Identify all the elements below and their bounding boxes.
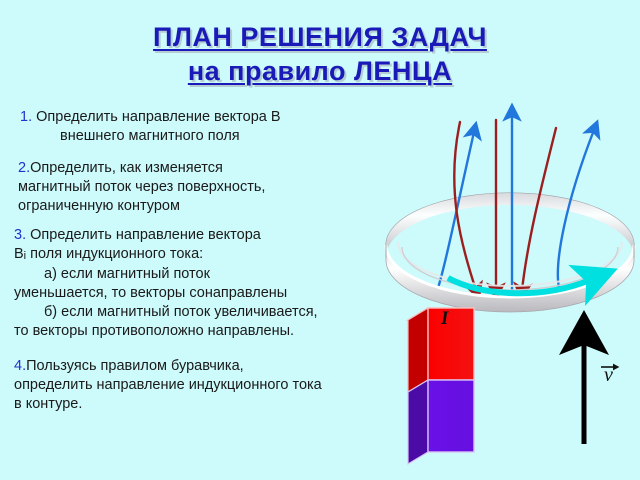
step-3-sub-a-line-2: уменьшается, то векторы сонаправлены <box>14 285 288 301</box>
step-2-line-3: ограниченную контуром <box>18 198 180 214</box>
velocity-label: v <box>604 364 613 386</box>
step-3-text-1: Определить направление вектора <box>26 227 261 243</box>
step-2-line-1: 2.Определить, как изменяется <box>18 159 386 178</box>
current-label: I <box>441 308 449 329</box>
step-1-line-1: 1. Определить направление вектора В <box>20 108 386 127</box>
step-3-number: 3. <box>14 227 27 243</box>
title-line-1: ПЛАН РЕШЕНИЯ ЗАДАЧ <box>153 22 487 52</box>
step-2-text-1: Определить, как изменяется <box>30 160 223 176</box>
step-4-line-1: 4.Пользуясь правилом буравчика, <box>14 357 386 376</box>
step-item-1: 1. Определить направление вектора В внеш… <box>14 108 386 146</box>
induced-field-lines <box>453 118 558 302</box>
step-1-line-2: внешнего магнитного поля <box>60 128 240 144</box>
step-4-number: 4. <box>14 358 27 374</box>
step-4-line-2: определить направление индукционного ток… <box>14 377 322 393</box>
velocity-vector-accent-icon <box>601 358 620 371</box>
step-3-text-2: поля индукционного тока: <box>26 246 204 262</box>
step-item-3: 3. Определить направление вектора Bi пол… <box>14 226 386 341</box>
external-field-lines <box>436 102 601 294</box>
step-4-text-1: Пользуясь правилом буравчика, <box>26 358 244 374</box>
step-2-line-2: магнитный поток через поверхность, <box>18 179 266 195</box>
lenz-law-diagram <box>376 92 640 480</box>
step-3-sub-a-line-1: а) если магнитный поток <box>44 266 210 282</box>
title-line-2: на правило ЛЕНЦА <box>187 56 453 86</box>
magnet-south-pole <box>407 378 475 466</box>
induced-field-line-right <box>513 126 558 302</box>
page-title: ПЛАН РЕШЕНИЯ ЗАДАЧ на правило ЛЕНЦА <box>0 22 640 87</box>
step-2-number: 2. <box>18 160 31 176</box>
step-3-sub-b-line-2: то векторы противоположно направлены. <box>14 323 295 339</box>
step-3-line-1: 3. Определить направление вектора <box>14 226 386 245</box>
step-item-4: 4.Пользуясь правилом буравчика, определи… <box>14 357 386 414</box>
conducting-ring <box>384 241 636 313</box>
induced-vector-subscript: i <box>23 250 27 262</box>
step-item-2: 2.Определить, как изменяется магнитный п… <box>14 159 386 216</box>
step-3-sub-b-line-1: б) если магнитный поток увеличивается, <box>44 304 318 320</box>
external-field-line-right <box>556 119 601 290</box>
step-1-text-1: Определить направление вектора В <box>32 109 281 125</box>
step-1-number: 1. <box>20 109 33 125</box>
step-4-line-3: в контуре. <box>14 396 83 412</box>
induced-field-line-left <box>453 120 483 301</box>
steps-list: 1. Определить направление вектора В внеш… <box>14 108 386 422</box>
external-field-line-left <box>436 120 482 290</box>
induced-current-arrow <box>446 264 618 306</box>
step-3-line-2: Bi поля индукционного тока: <box>14 245 386 265</box>
bar-magnet <box>405 306 477 466</box>
induced-vector-symbol: B <box>14 246 24 262</box>
